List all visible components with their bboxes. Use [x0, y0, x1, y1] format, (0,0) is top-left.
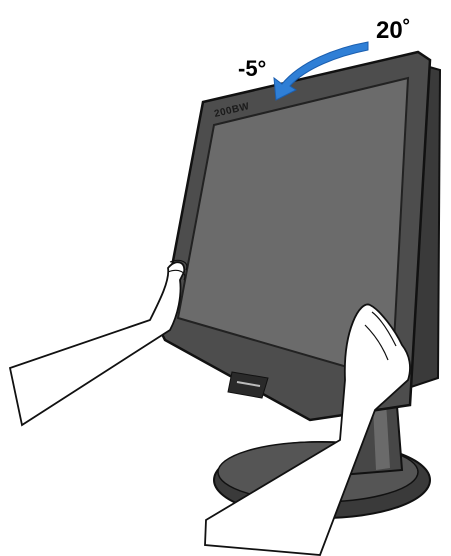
- left-hand: [10, 260, 187, 425]
- tilt-back-angle-label: 20˚: [376, 17, 411, 44]
- tilt-forward-angle-label: -5°: [238, 56, 266, 81]
- left-arm: [10, 262, 184, 425]
